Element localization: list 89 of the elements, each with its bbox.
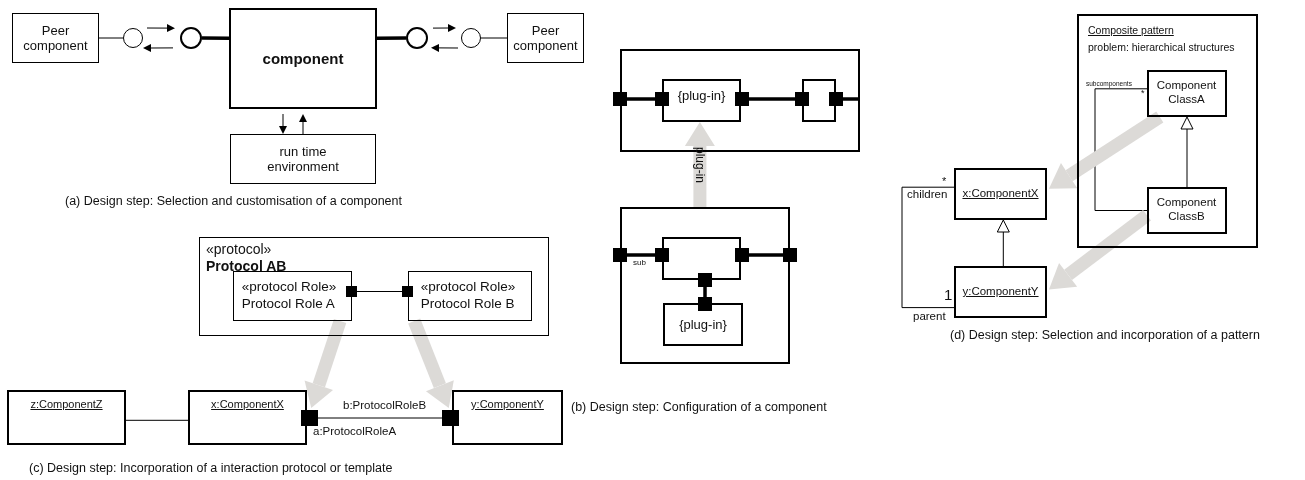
note-text: problem: hierarchical structures xyxy=(1088,40,1235,54)
end-label: children xyxy=(907,188,948,200)
object-box xyxy=(7,390,126,445)
pattern-frame xyxy=(1077,14,1258,248)
end-label: * xyxy=(1141,88,1145,98)
class-box xyxy=(1146,69,1227,117)
end-label: sub xyxy=(633,258,646,267)
connector-line xyxy=(627,97,655,101)
plug-in-box xyxy=(662,79,741,122)
connector-line xyxy=(749,253,783,257)
role-box xyxy=(407,270,532,321)
plug-in-box xyxy=(663,303,743,346)
port-square xyxy=(829,92,843,106)
arrow xyxy=(279,113,287,134)
box-label: {plug-in} xyxy=(677,88,726,104)
port-square xyxy=(735,248,749,262)
connector-line xyxy=(901,186,955,309)
arrow xyxy=(299,114,307,135)
connector-line xyxy=(480,37,508,39)
object-box xyxy=(452,390,563,445)
object-box xyxy=(188,390,307,445)
box-label: y:ComponentY xyxy=(962,285,1039,299)
role-box xyxy=(232,270,352,321)
block-arrow xyxy=(1048,111,1164,189)
connector-line xyxy=(125,419,189,421)
box-label: Component ClassB xyxy=(1155,196,1218,224)
heading-label: Protocol AB xyxy=(206,257,287,275)
peer-box xyxy=(12,13,99,63)
arrow xyxy=(143,44,174,52)
port-square xyxy=(613,248,627,262)
environment-box xyxy=(230,134,376,184)
port-square xyxy=(345,285,357,297)
box-label: Peer component xyxy=(22,23,89,53)
connector-line xyxy=(356,291,403,292)
caption: (c) Design step: Incorporation of a interaction protocol or template xyxy=(29,461,393,475)
end-label: a:ProtocolRoleA xyxy=(313,425,397,437)
connector-line xyxy=(843,97,860,101)
generalization-arrow xyxy=(996,219,1010,267)
connector-line xyxy=(98,37,124,39)
box-label: component xyxy=(262,49,344,68)
component-box xyxy=(229,8,377,109)
box-label: run time environment xyxy=(266,144,340,174)
protocol-frame xyxy=(199,237,549,336)
block-arrow xyxy=(304,318,347,408)
object-box xyxy=(954,266,1047,318)
box-label: Peer component xyxy=(512,23,579,53)
class-box xyxy=(1146,186,1227,234)
connector-line xyxy=(1094,88,1148,211)
port-square xyxy=(735,92,749,106)
connector-line xyxy=(202,36,229,41)
caption: (a) Design step: Selection and customisation of a component xyxy=(65,194,402,208)
port-square xyxy=(401,285,413,297)
connector-line xyxy=(703,287,707,297)
port-square xyxy=(698,273,712,287)
interface-circle xyxy=(406,27,428,49)
box-label: Component ClassA xyxy=(1155,79,1218,107)
box-label: x:ComponentX xyxy=(962,187,1039,201)
block-arrow xyxy=(684,122,715,207)
connector-line xyxy=(317,417,443,419)
port-square xyxy=(301,410,318,426)
box-label: z:ComponentZ xyxy=(30,398,103,412)
end-label: parent xyxy=(913,310,946,322)
box-label: {plug-in} xyxy=(679,316,727,333)
box-label: «protocol Role» Protocol Role A xyxy=(241,279,338,312)
connector-line xyxy=(377,36,406,41)
end-label: 1 xyxy=(944,286,953,303)
composite-component-frame xyxy=(620,207,790,364)
interface-circle xyxy=(123,28,143,48)
heading-label: Composite pattern xyxy=(1088,24,1174,37)
end-label: b:ProtocolRoleB xyxy=(343,399,427,411)
stereotype-label: «protocol» xyxy=(206,241,272,258)
block-arrow xyxy=(408,318,454,408)
box-label: x:ComponentX xyxy=(211,398,284,412)
caption: (d) Design step: Selection and incorporation of a pattern xyxy=(950,328,1260,342)
block-arrow xyxy=(1048,210,1151,290)
object-box xyxy=(954,168,1047,220)
interface-circle xyxy=(461,28,481,48)
box-label: «protocol Role» Protocol Role B xyxy=(420,279,517,312)
interface-circle xyxy=(180,27,202,49)
arrow xyxy=(432,24,456,32)
arrow xyxy=(431,43,459,52)
end-label: * xyxy=(942,175,947,187)
generalization-arrow xyxy=(1180,116,1194,188)
connector-line xyxy=(749,97,795,101)
box-label: y:ComponentY xyxy=(471,398,544,412)
peer-box xyxy=(507,13,584,63)
port-square xyxy=(783,248,797,262)
port-square xyxy=(613,92,627,106)
connector-line xyxy=(627,253,655,257)
